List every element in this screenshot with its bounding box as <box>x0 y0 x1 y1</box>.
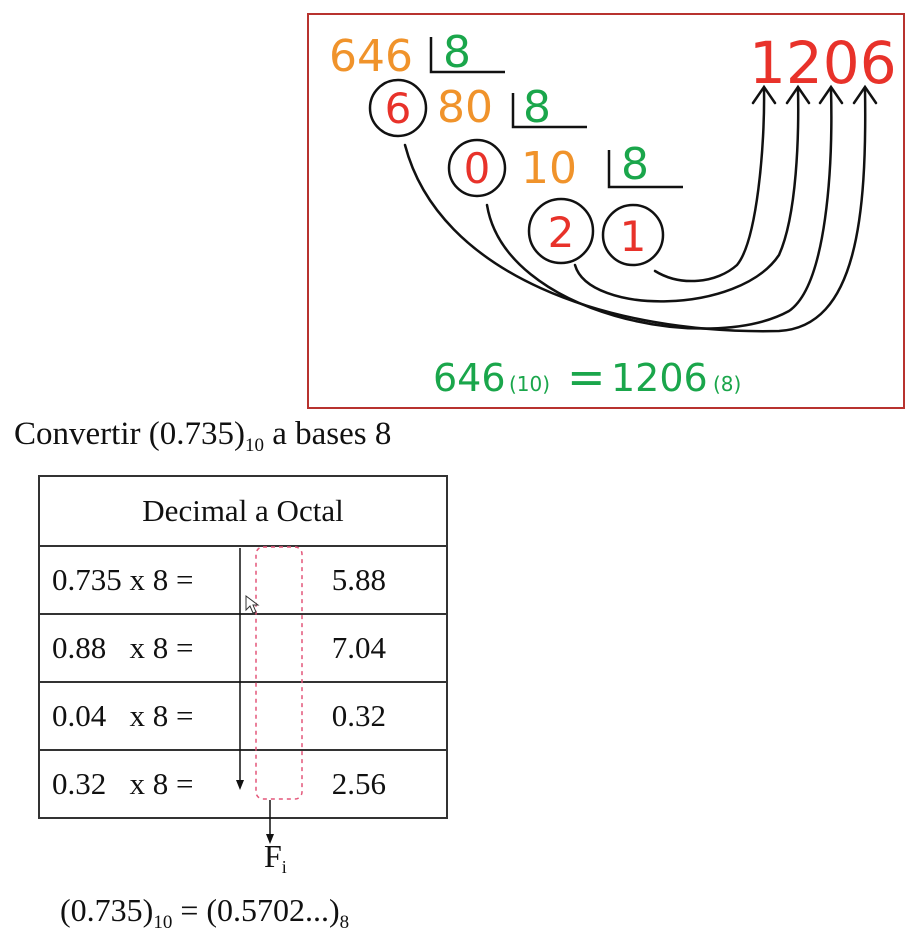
divisor-8-a: 8 <box>443 27 471 78</box>
quotient-1: 1 <box>620 212 647 261</box>
conversion-equation: 646 (10) = 1206 (8) <box>433 350 741 404</box>
remainder-0: 0 <box>464 144 491 193</box>
fi-text: F <box>264 838 282 874</box>
heading-text: Convertir (0.735) <box>14 416 245 452</box>
heading-subscript: 10 <box>244 435 264 456</box>
remainder-6: 6 <box>385 84 412 133</box>
result-octal: = (0.5702...) <box>172 892 340 928</box>
equation-base-8: (8) <box>713 372 741 396</box>
table-row: 0.32 x 8 = 2.56 <box>38 749 449 819</box>
equation-1206: 1206 <box>611 356 708 400</box>
divisor-8-c: 8 <box>621 139 649 190</box>
arrow-6-to-fourth-digit <box>403 87 867 333</box>
remainder-circle-2 <box>527 197 595 265</box>
division-brackets <box>429 37 683 189</box>
conversion-heading: Convertir (0.735)10 a bases 8 <box>14 416 391 457</box>
table-row: 0.735 x 8 = 5.88 <box>38 545 449 615</box>
row-product: 0.32 <box>299 681 449 751</box>
fi-label: Fi <box>264 838 287 878</box>
arrow-2-to-second-digit <box>573 87 800 303</box>
final-result: (0.735)10 = (0.5702...)8 <box>60 892 349 934</box>
remainder-circle-6 <box>368 78 428 138</box>
octal-result-1206: 1206 <box>749 29 897 97</box>
table-row: 0.04 x 8 = 0.32 <box>38 681 449 751</box>
table-header: Decimal a Octal <box>38 475 448 547</box>
remainder-2: 2 <box>548 208 575 257</box>
result-decimal: (0.735) <box>60 892 154 928</box>
row-product: 5.88 <box>299 545 449 615</box>
row-product: 7.04 <box>299 613 449 683</box>
decimal-to-octal-table: Decimal a Octal 0.735 x 8 = 5.88 0.88 x … <box>38 475 449 819</box>
row-product: 2.56 <box>299 749 449 819</box>
fi-subscript: i <box>281 857 287 877</box>
heading-tail: a bases 8 <box>263 416 392 452</box>
row-multiplication: 0.32 x 8 = <box>38 749 300 819</box>
remainder-circle-0 <box>447 138 507 198</box>
division-diagram: 646 8 80 8 10 8 1206 6 0 2 1 <box>329 27 897 404</box>
remainder-circle-1 <box>601 203 665 267</box>
result-octal-base: 8 <box>339 912 350 933</box>
division-panel: 646 8 80 8 10 8 1206 6 0 2 1 <box>307 13 905 409</box>
row-multiplication: 0.04 x 8 = <box>38 681 300 751</box>
table-row: 0.88 x 8 = 7.04 <box>38 613 449 683</box>
quotient-10: 10 <box>521 143 577 194</box>
row-multiplication: 0.735 x 8 = <box>38 545 300 615</box>
equation-base-10: (10) <box>509 372 550 396</box>
dividend-646: 646 <box>329 31 413 82</box>
equation-equals: = <box>567 350 606 404</box>
divisor-8-b: 8 <box>523 82 551 133</box>
mapping-arrows <box>403 84 878 333</box>
equation-646: 646 <box>433 356 506 400</box>
arrow-1-to-first-digit <box>653 87 766 283</box>
arrow-0-to-third-digit <box>485 87 833 330</box>
row-multiplication: 0.88 x 8 = <box>38 613 300 683</box>
quotient-80: 80 <box>437 82 493 133</box>
result-decimal-base: 10 <box>153 912 173 933</box>
